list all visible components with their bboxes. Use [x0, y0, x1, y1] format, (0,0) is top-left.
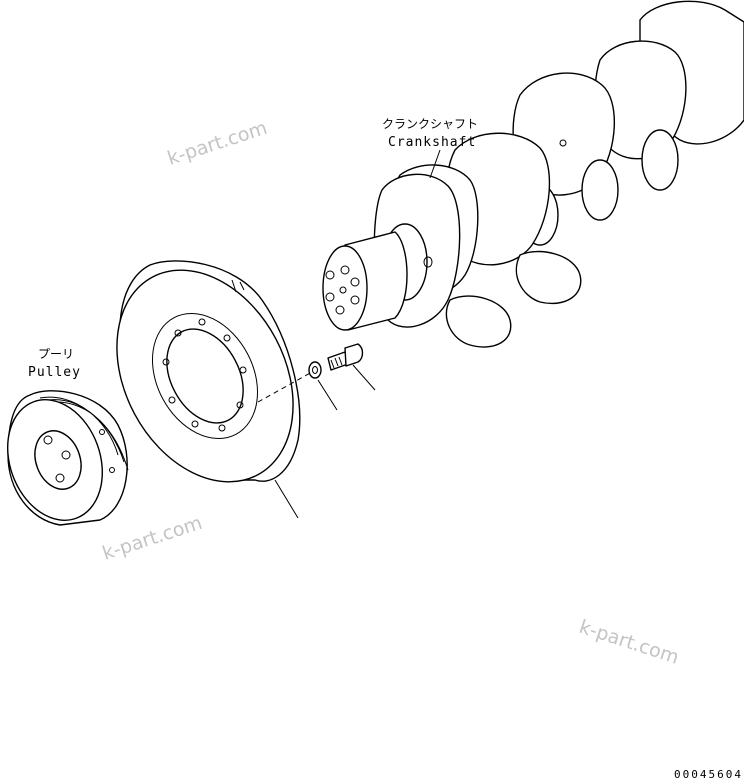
alignment-dashed-line: [257, 371, 313, 403]
watermark-mid-left: k-part.com: [100, 512, 205, 565]
document-number: 00045604: [674, 768, 743, 781]
damper-disc-illustration: [116, 260, 301, 483]
washer-leader-line: [317, 379, 338, 411]
watermark-bottom-right: k-part.com: [576, 616, 681, 669]
crankshaft-label-jp: クランクシャフト: [382, 117, 478, 131]
pulley-label-jp: プーリ: [38, 347, 74, 361]
bolt-illustration: [327, 343, 364, 371]
pulley-illustration: [6, 390, 129, 526]
bolt-leader-line: [352, 364, 376, 391]
crankshaft-label-en: Crankshaft: [388, 135, 476, 150]
watermark-top-left: k-part.com: [165, 117, 270, 170]
disc-leader-line: [274, 479, 299, 519]
crankshaft-leader-line: [429, 149, 441, 179]
crankshaft-illustration: [322, 0, 744, 348]
washer-illustration: [308, 361, 322, 379]
pulley-label-en: Pulley: [28, 365, 81, 380]
